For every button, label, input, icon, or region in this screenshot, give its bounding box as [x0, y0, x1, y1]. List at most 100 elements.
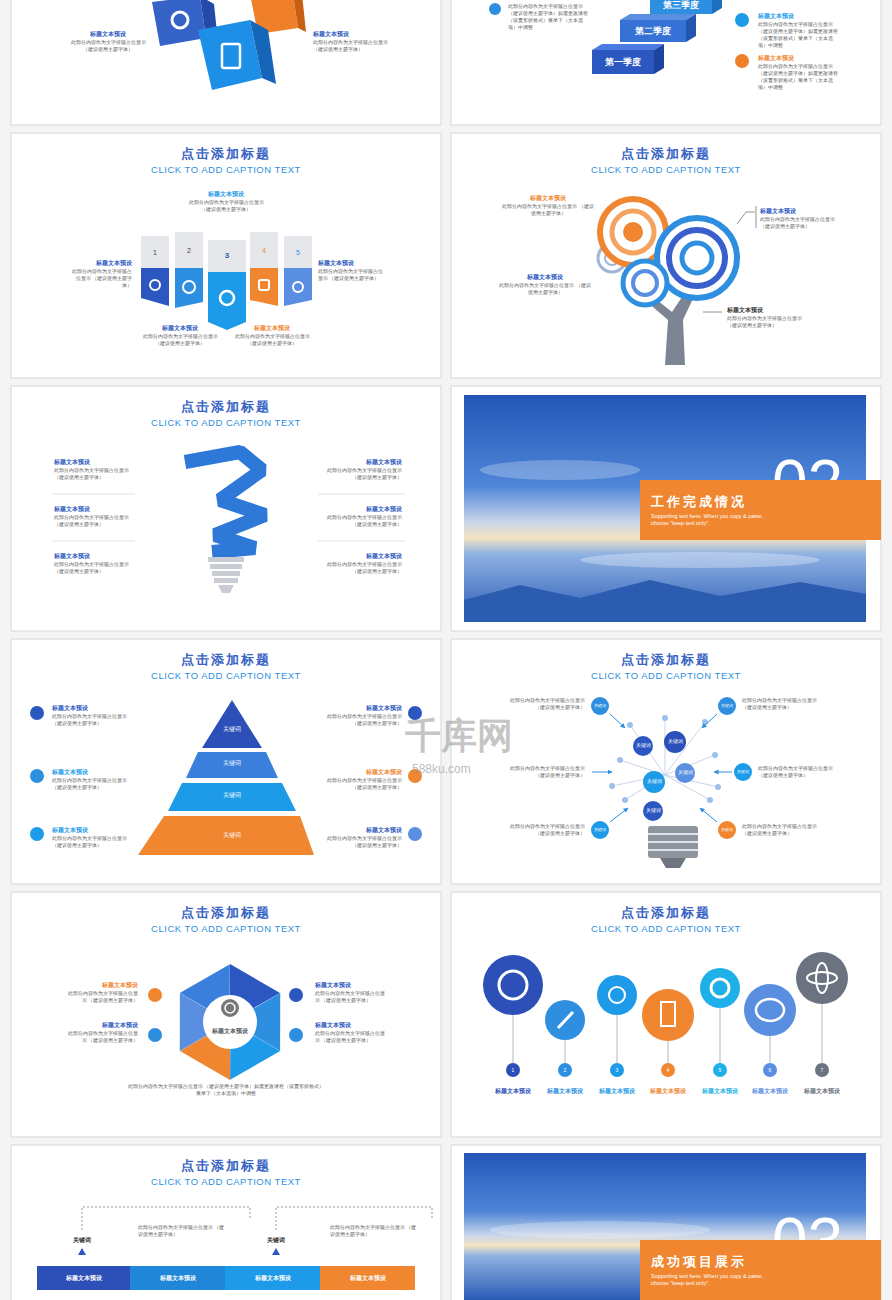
timeline-segment: 标题文本预设: [320, 1266, 415, 1290]
slide-caption: CLICK TO ADD CAPTION TEXT: [546, 164, 786, 176]
pyramid-layer: [202, 700, 262, 748]
number-circle: 3: [610, 1063, 624, 1077]
gear-icon: [172, 12, 188, 28]
keyword-circle: 关键词: [718, 697, 736, 715]
network-dot: [707, 797, 713, 803]
item-heading: 标题文本预设: [66, 30, 150, 38]
target-circle: [623, 261, 667, 305]
item-heading: 标题文本预设: [315, 981, 387, 989]
item-heading: 标题文本预设: [746, 1087, 794, 1095]
socket-thread: [648, 833, 698, 835]
node-text: 关键词: [668, 739, 683, 746]
body-text: 此部分内容作为文字排版占位显示 （建议使用主题字体）: [320, 467, 402, 481]
item-heading: 标题文本预设: [313, 30, 398, 38]
keyword-circle: 关键词: [643, 801, 663, 821]
number-circle: 1: [506, 1063, 520, 1077]
node-text: 5: [719, 1067, 722, 1074]
body-text: 此部分内容作为文字排版占位显示 （建议使用主题字体）: [320, 561, 402, 575]
step-side: [654, 44, 664, 74]
ribbon-tab: 3: [208, 240, 246, 272]
leader-bracket: [756, 206, 757, 228]
item-heading: 标题文本预设: [727, 306, 807, 314]
item-heading: 标题文本预设: [758, 12, 840, 20]
pyramid: [30, 700, 422, 855]
stem: [668, 1041, 669, 1063]
body-text: 此部分内容作为文字排版占位显示 （建议使用主题字体）: [742, 823, 827, 837]
keyword-brackets: [78, 1207, 432, 1255]
node-text: 2: [564, 1067, 567, 1074]
body-text: 此部分内容作为文字排版占位显示 （建议使用主题字体）: [54, 561, 132, 575]
wifi-icon: [735, 13, 749, 27]
timeline-segment: 标题文本预设: [130, 1266, 225, 1290]
number-circle: 4: [661, 1063, 675, 1077]
ribbon-fold: [284, 268, 312, 306]
cloud: [490, 1221, 710, 1239]
icon-circle: [30, 769, 44, 783]
network-bulb: [612, 718, 718, 800]
node-text: 1: [512, 1067, 515, 1074]
body-text: 此部分内容作为文字排版占位显示 （建议使用主题字体）: [498, 282, 592, 296]
slide-card: [11, 133, 441, 378]
number-circle: 5: [713, 1063, 727, 1077]
slide-title: 点击添加标题: [116, 146, 336, 162]
keyword-circle: 关键词: [591, 697, 609, 715]
stem: [770, 1036, 771, 1063]
slide-title: 点击添加标题: [116, 1158, 336, 1174]
body-text: 此部分内容作为文字排版占位显示 （建议使用主题字体）: [66, 39, 150, 53]
banner-subtext: Supporting text here. When you copy & pa…: [651, 513, 769, 527]
body-text: 此部分内容作为文字排版占位显示 （建议使用主题字体）: [313, 39, 398, 53]
staircase: [489, 0, 749, 74]
node-text: 标题文本预设: [255, 1274, 291, 1282]
item-heading: 标题文本预设: [327, 704, 402, 712]
body-text: 此部分内容作为文字排版占位显示 （建议使用主题字体）如需更改请在（设置形状格式）…: [126, 1083, 326, 1097]
item-heading: 标题文本预设: [696, 1087, 744, 1095]
item-heading: 标题文本预设: [320, 552, 402, 560]
icon-circle: [796, 952, 848, 1004]
target-circle: [633, 271, 657, 295]
node-text: 关键词: [721, 827, 733, 833]
slide-card: [451, 386, 881, 631]
gear-icon: [220, 291, 234, 305]
body-text: 此部分内容作为文字排版占位显示 （建议使用主题字体）: [727, 315, 807, 329]
cube-face: [292, 0, 306, 32]
slide-title: 点击添加标题: [116, 399, 336, 415]
pyramid-band: 关键词: [190, 756, 274, 772]
hex-center: [203, 995, 257, 1049]
triangle-marker: [272, 1248, 280, 1255]
item-heading: 标题文本预设: [318, 259, 386, 267]
arrow: [714, 772, 732, 773]
node-text: 第三季度: [663, 0, 699, 10]
node-text: 7: [821, 1067, 824, 1074]
question-icon: [499, 971, 527, 999]
number-circle: 2: [558, 1063, 572, 1077]
body-text: 此部分内容作为文字排版占位显示 （建议使用主题字体）: [315, 1030, 387, 1044]
body-text: 此部分内容作为文字排版占位显示 （建议使用主题字体）: [505, 765, 585, 779]
center-label: 标题文本预设: [207, 1027, 253, 1035]
icon-circle: [483, 955, 543, 1015]
network-dot: [627, 722, 633, 728]
icon-circle: [744, 984, 796, 1036]
number-circle: 7: [815, 1063, 829, 1077]
item-heading: 标题文本预设: [320, 505, 402, 513]
slide-title: 点击添加标题: [556, 652, 776, 668]
keyword-circle: 关键词: [734, 763, 752, 781]
slide-card: [451, 0, 881, 125]
body-text: 此部分内容作为文字排版占位显示 （建议使用主题字体）如需更改请在（设置形状格式）…: [758, 21, 840, 49]
item-heading: 标题文本预设: [593, 1087, 641, 1095]
body-text: 此部分内容作为文字排版占位显示 （建议使用主题字体）如需更改请在（设置形状格式）…: [758, 63, 840, 91]
item-heading: 标题文本预设: [327, 826, 402, 834]
socket-thread: [648, 841, 698, 843]
item-heading: 标题文本预设: [489, 1087, 537, 1095]
body-text: 此部分内容作为文字排版占位显示 （建议使用主题字体）: [318, 268, 386, 282]
keyword-circle: 关键词: [664, 731, 686, 753]
stem: [720, 1008, 721, 1063]
cube-face: [152, 0, 206, 46]
body-text: 此部分内容作为文字排版占位显示 （建议使用主题字体）: [327, 835, 402, 849]
tree: [598, 199, 756, 365]
body-text: 此部分内容作为文字排版占位显示 （建议使用主题字体）如需更改请在（设置形状格式）…: [508, 3, 590, 31]
search-icon: [489, 3, 501, 15]
stem: [617, 1015, 618, 1063]
body-text: 此部分内容作为文字排版占位显示 （建议使用主题字体）: [758, 765, 838, 779]
bulb-ribbon: [185, 452, 265, 552]
body-text: 此部分内容作为文字排版占位显示 （建议使用主题字体）: [330, 1224, 420, 1238]
